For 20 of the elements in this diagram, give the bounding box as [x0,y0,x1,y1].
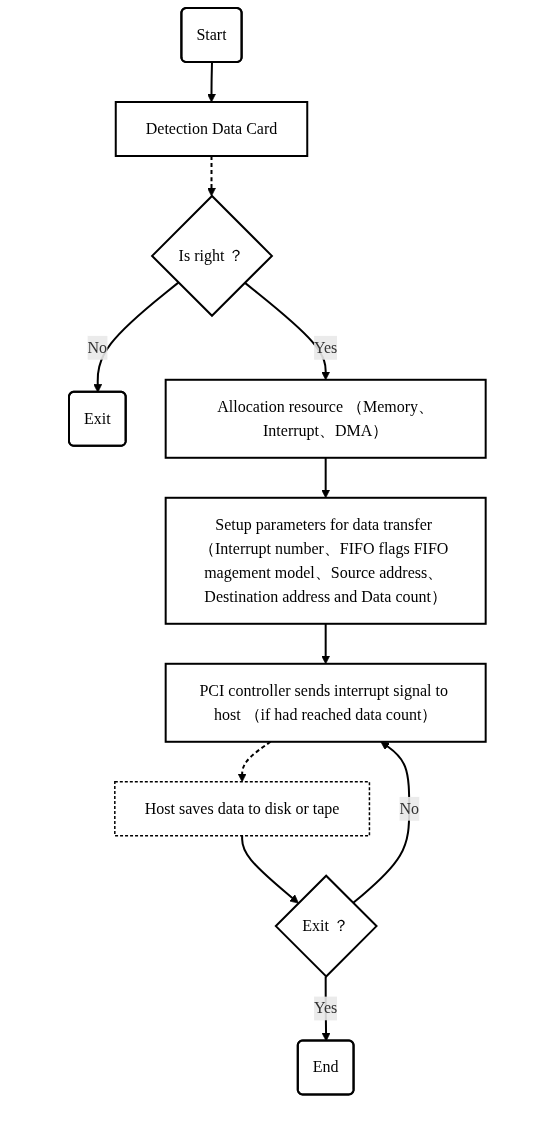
arrow [241,834,299,904]
node-box: Host saves data to disk or tape [114,781,371,837]
edge-label: Yes [314,999,338,1017]
node-box: Allocation resource （Memory、Interrupt、DMA） [164,378,487,459]
arrow [237,740,272,783]
node-diamond: Is right ？ [150,194,274,318]
node-box: Detection Data Card [114,101,309,157]
arrow [207,155,217,197]
arrow [321,622,331,665]
node-diamond: Exit ？ [274,874,379,978]
edge-label: No [399,799,420,817]
arrow [93,281,180,393]
edge-label: No [87,338,108,356]
arrow [352,741,411,905]
node-box: PCI controller sends interrupt signal to host （if had reached data count） [164,662,487,743]
node-box: Setup parameters for data transfer （Interrupt number、FIFO flags FIFO magement model、Source address、 Destination address and Data count） [164,496,487,625]
arrow [321,456,331,499]
arrow [243,281,331,381]
edge-label: Yes [314,338,338,356]
arrow [207,61,217,103]
